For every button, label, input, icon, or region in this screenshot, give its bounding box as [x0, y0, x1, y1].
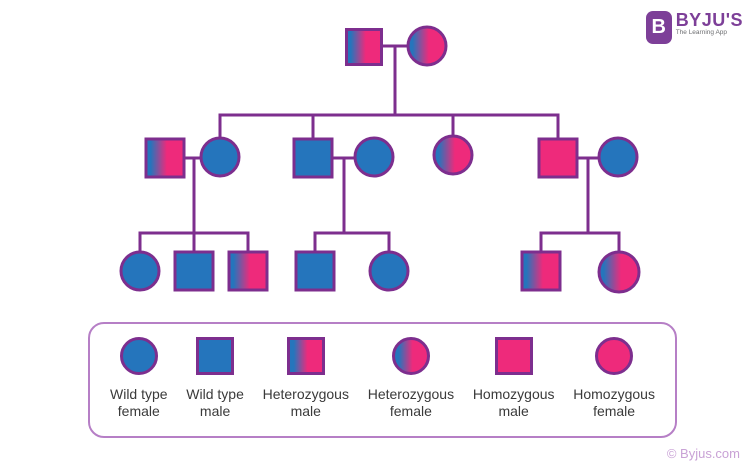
individual-III-3-heterozygous-male — [227, 250, 269, 292]
individual-III-4-wild-type-male — [294, 250, 336, 292]
legend-item-homozygous-female: Homozygous female — [573, 337, 655, 420]
legend-item-wild-type-male: Wild type male — [186, 337, 244, 420]
individual-I-1-heterozygous-male — [345, 28, 383, 66]
legend-item-homozygous-male: Homozygous male — [473, 337, 555, 420]
individual-II-1-heterozygous-male — [144, 137, 186, 179]
legend-square-symbol — [286, 337, 325, 375]
individual-II-4-wild-type-female — [353, 136, 395, 178]
legend-label: Wild type female — [110, 386, 168, 419]
copyright-text: © Byjus.com — [666, 446, 740, 461]
individual-II-2-wild-type-female — [199, 136, 241, 178]
byjus-logo-tagline: The Learning App — [675, 29, 728, 36]
legend-square-symbol — [196, 337, 235, 375]
legend-item-wild-type-female: Wild type female — [110, 337, 168, 420]
byjus-logo: B BYJU'S The Learning App — [645, 10, 743, 44]
individual-III-7-heterozygous-female — [597, 250, 641, 294]
legend-circle-symbol — [595, 337, 634, 375]
legend-label: Heterozygous female — [367, 386, 455, 419]
individual-III-1-wild-type-female — [119, 250, 161, 292]
legend-label: Homozygous male — [472, 386, 555, 419]
individual-II-7-wild-type-female — [597, 136, 639, 178]
individual-I-2-heterozygous-female — [406, 25, 448, 67]
individual-III-6-heterozygous-male — [520, 250, 562, 292]
legend-item-heterozygous-female: Heterozygous female — [368, 337, 454, 420]
legend-item-heterozygous-male: Heterozygous male — [263, 337, 349, 420]
individual-III-2-wild-type-male — [173, 250, 215, 292]
legend-label: Heterozygous male — [262, 386, 349, 419]
pedigree-tree-diagram — [119, 25, 641, 294]
byjus-logo-badge-icon: B — [645, 11, 672, 44]
legend-square-symbol — [494, 337, 533, 375]
legend-circle-symbol — [119, 337, 158, 375]
individual-III-5-wild-type-female — [368, 250, 410, 292]
byjus-logo-wordmark: BYJU'S — [675, 10, 743, 30]
individual-II-3-wild-type-male — [292, 137, 334, 179]
individual-II-5-heterozygous-female — [432, 134, 474, 176]
legend-box: Wild type female Wild type male Heterozygo… — [88, 322, 677, 438]
legend-label: Wild type male — [186, 386, 244, 419]
individual-II-6-homozygous-male — [537, 137, 579, 179]
legend-circle-symbol — [391, 337, 430, 375]
legend-label: Homozygous female — [573, 386, 655, 419]
